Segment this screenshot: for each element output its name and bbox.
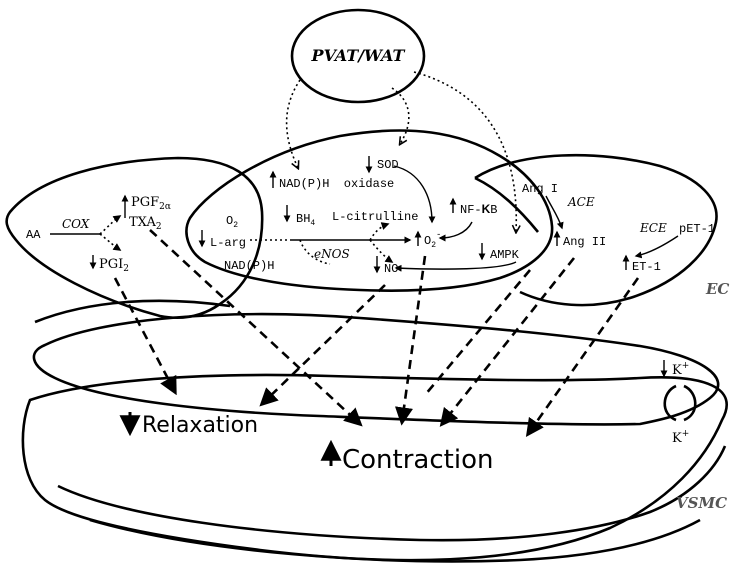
svg-text:K+: K+ — [672, 361, 689, 378]
pgi-subscript: 2 — [123, 264, 129, 274]
bh4-label: BH — [296, 212, 310, 226]
txa-label: TXA — [129, 215, 156, 230]
no-label: NO — [384, 262, 398, 276]
pvat-wat-node: PVAT/WAT — [290, 8, 426, 104]
potassium-channel: K+ K+ — [660, 360, 697, 446]
svg-text:O2-: O2- — [424, 230, 441, 250]
svg-text:O2: O2 — [226, 214, 238, 230]
nfkb-k: K — [482, 202, 491, 216]
svg-text:K+: K+ — [672, 429, 689, 446]
ec-label: EC — [705, 280, 729, 298]
nfkb-label: NF- — [460, 203, 482, 217]
nadph-label: NAD(P)H — [224, 259, 274, 273]
k-bottom-label: K — [672, 431, 682, 446]
svg-text:NF-KB: NF-KB — [460, 202, 497, 217]
contraction-label: Contraction — [342, 445, 493, 475]
et1-label: ET-1 — [632, 260, 661, 274]
bh4-subscript: 4 — [310, 219, 315, 228]
center-cell-pathway: SOD NAD(P)H oxidase O2 BH4 L-citrulline … — [198, 156, 520, 276]
nadph-oxidase-label: NAD(P)H oxidase — [279, 177, 394, 191]
txa-subscript: 2 — [156, 222, 162, 232]
svg-text:TXA2: TXA2 — [129, 215, 162, 232]
svg-text:BH4: BH4 — [296, 212, 315, 228]
svg-text:PGF2α: PGF2α — [131, 195, 171, 212]
cox-label: COX — [62, 217, 90, 231]
ampk-label: AMPK — [490, 248, 520, 262]
ang2-label: Ang II — [563, 235, 606, 249]
outcomes: Relaxation Contraction — [119, 412, 493, 475]
ace-label: ACE — [567, 195, 595, 209]
pgf-label: PGF — [131, 195, 159, 210]
o2-subscript: 2 — [233, 221, 238, 230]
l-citrulline-label: L-citrulline — [332, 210, 418, 224]
pet1-label: pET-1 — [679, 222, 715, 236]
effect-arrows — [113, 229, 640, 437]
pgi-label: PGI — [99, 257, 123, 272]
superoxide-subscript: 2 — [431, 241, 436, 250]
aa-label: AA — [26, 228, 41, 242]
pvat-effect-arrows — [285, 71, 517, 232]
k-bottom-charge: + — [682, 429, 690, 439]
ece-label: ECE — [639, 221, 667, 235]
superoxide-label: O — [424, 234, 431, 248]
ang1-label: Ang I — [522, 182, 558, 196]
pgf-subscript: 2α — [159, 202, 171, 212]
sod-label: SOD — [377, 158, 399, 172]
nfkb-b: B — [490, 203, 497, 217]
l-arg-label: L-arg — [210, 236, 246, 250]
enos-label: eNOS — [314, 247, 350, 261]
relaxation-label: Relaxation — [142, 413, 258, 438]
pvat-wat-label: PVAT/WAT — [311, 46, 406, 65]
right-cell-pathway: Ang I ACE Ang II ECE pET-1 ET-1 — [522, 182, 715, 274]
left-cell-pathway: AA COX PGF2α TXA2 PGI2 — [26, 194, 171, 274]
vsmc-cells — [21, 299, 728, 563]
k-top-charge: + — [682, 361, 690, 371]
endothelial-cells — [5, 129, 718, 320]
k-top-label: K — [672, 363, 682, 378]
vsmc-label: VSMC — [676, 494, 727, 512]
o2-label: O — [226, 214, 233, 228]
svg-text:PGI2: PGI2 — [99, 257, 129, 274]
